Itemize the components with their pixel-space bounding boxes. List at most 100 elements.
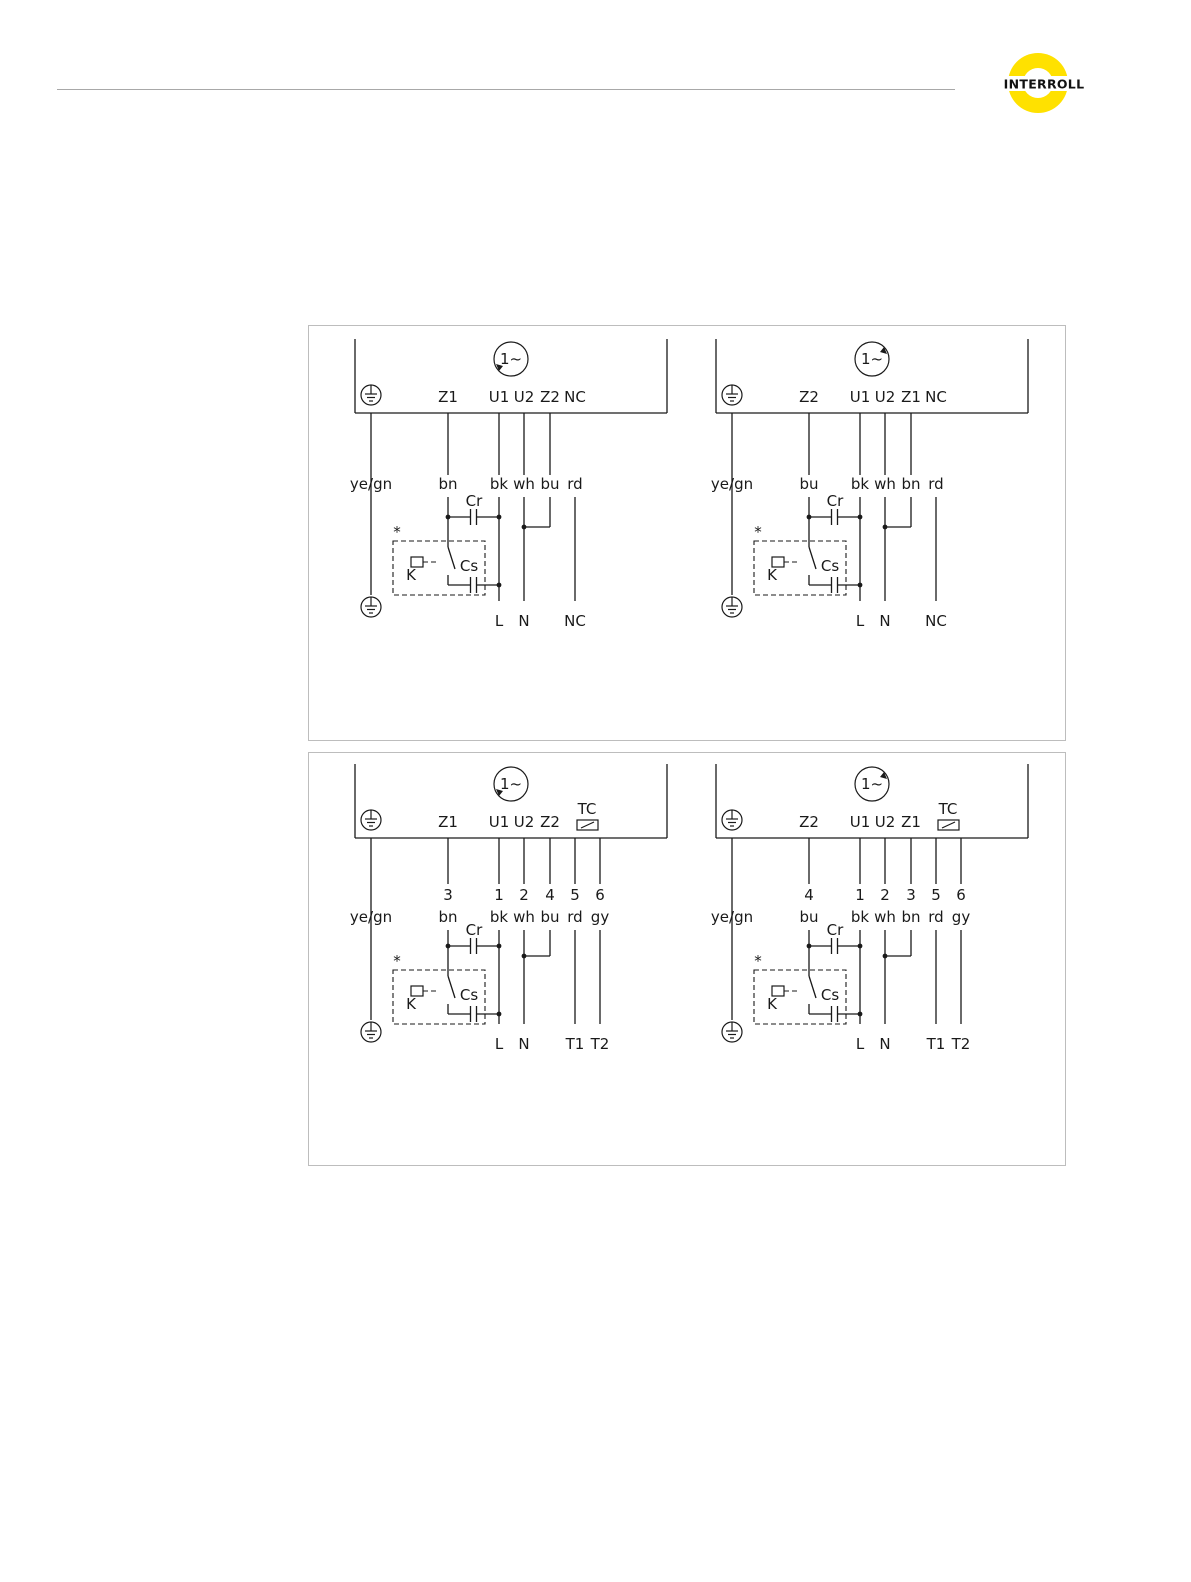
junction-dot	[858, 583, 863, 588]
terminal-label-u1: U1	[850, 813, 871, 831]
terminal-number-2: 2	[519, 886, 529, 904]
terminal-number-6: 6	[595, 886, 605, 904]
wire-color-label: bu	[799, 475, 818, 493]
terminal-number-3: 3	[906, 886, 916, 904]
relay-label: K	[767, 566, 778, 584]
wire-color-label: ye/gn	[350, 908, 392, 926]
capacitor-cs	[809, 577, 860, 593]
terminal-label-u2: U2	[875, 388, 896, 406]
start-relay-note: *	[393, 952, 401, 970]
wire-color-label: rd	[567, 908, 582, 926]
thermal-contact-switch	[581, 822, 594, 828]
thermal-contact-label: TC	[577, 800, 597, 818]
wire-color-label: bk	[490, 475, 509, 493]
output-label-n: N	[518, 1035, 529, 1053]
terminal-number-1: 1	[855, 886, 865, 904]
output-label-t1: T1	[926, 1035, 946, 1053]
junction-dot	[497, 583, 502, 588]
wire-color-label: ye/gn	[711, 908, 753, 926]
pe-terminal-symbol	[361, 810, 381, 830]
start-relay-note: *	[393, 523, 401, 541]
thermal-contact-label: TC	[938, 800, 958, 818]
terminal-label-z2: Z2	[799, 813, 819, 831]
wire-color-label: bn	[901, 475, 920, 493]
start-relay-note: *	[754, 523, 762, 541]
wire-color-label: rd	[567, 475, 582, 493]
motor-symbol: 1~	[500, 350, 522, 368]
capacitor-cr-label: Cr	[827, 492, 844, 510]
terminal-number-2: 2	[880, 886, 890, 904]
wire-color-label: wh	[874, 908, 896, 926]
capacitor-cr-label: Cr	[827, 921, 844, 939]
terminal-label-z1: Z1	[438, 813, 458, 831]
output-label-nc: NC	[564, 612, 586, 630]
terminal-label-u2: U2	[875, 813, 896, 831]
terminal-label-nc: NC	[925, 388, 947, 406]
thermal-contact-switch	[942, 822, 955, 828]
motor-symbol: 1~	[500, 775, 522, 793]
relay-label: K	[767, 995, 778, 1013]
capacitor-cs-label: Cs	[821, 986, 839, 1004]
junction-dot	[858, 1012, 863, 1017]
wire-color-label: wh	[513, 908, 535, 926]
junction-dot	[807, 515, 812, 520]
wire-color-label: bk	[490, 908, 509, 926]
output-label-t1: T1	[565, 1035, 585, 1053]
wire-color-label: rd	[928, 908, 943, 926]
output-label-nc: NC	[925, 612, 947, 630]
junction-dot	[883, 525, 888, 530]
output-label-n: N	[518, 612, 529, 630]
wire-color-label: bk	[851, 908, 870, 926]
output-label-n: N	[879, 1035, 890, 1053]
terminal-label-z1: Z1	[901, 813, 921, 831]
output-label-t2: T2	[951, 1035, 971, 1053]
wire-color-label: wh	[874, 475, 896, 493]
junction-dot	[807, 944, 812, 949]
motor-symbol: 1~	[861, 775, 883, 793]
capacitor-cr	[809, 509, 860, 525]
output-label-n: N	[879, 612, 890, 630]
relay-label: K	[406, 566, 417, 584]
logo-text: INTERROLL	[1004, 77, 1085, 92]
relay-label: K	[406, 995, 417, 1013]
terminal-number-4: 4	[545, 886, 555, 904]
junction-dot	[497, 1012, 502, 1017]
capacitor-cr	[448, 509, 499, 525]
ground-symbol	[361, 1022, 381, 1042]
junction-dot	[522, 525, 527, 530]
wire-color-label: rd	[928, 475, 943, 493]
capacitor-cs	[809, 1006, 860, 1022]
pe-terminal-symbol	[722, 385, 742, 405]
terminal-number-5: 5	[931, 886, 941, 904]
wire-color-label: gy	[591, 908, 610, 926]
terminal-number-3: 3	[443, 886, 453, 904]
wire-color-label: gy	[952, 908, 971, 926]
switch-blade	[448, 547, 455, 569]
output-label-l: L	[856, 612, 865, 630]
terminal-number-4: 4	[804, 886, 814, 904]
junction-dot	[883, 954, 888, 959]
terminal-label-z2: Z2	[799, 388, 819, 406]
capacitor-cs-label: Cs	[821, 557, 839, 575]
wire-color-label: ye/gn	[711, 475, 753, 493]
terminal-number-5: 5	[570, 886, 580, 904]
ground-symbol	[361, 597, 381, 617]
interroll-logo: INTERROLL	[990, 48, 1098, 118]
terminal-label-nc: NC	[564, 388, 586, 406]
header-rule	[57, 89, 955, 90]
diagram-ccw-tc: 1~Z1U1U2Z2TC312456ye/gnbnbkwhburdgyCr*KC…	[345, 764, 685, 1068]
wire-color-label: bu	[540, 475, 559, 493]
wire-color-label: ye/gn	[350, 475, 392, 493]
terminal-label-u2: U2	[514, 388, 535, 406]
capacitor-cs	[448, 1006, 499, 1022]
switch-blade	[809, 547, 816, 569]
wire-color-label: bn	[438, 475, 457, 493]
capacitor-cs-label: Cs	[460, 557, 478, 575]
output-label-l: L	[495, 1035, 504, 1053]
junction-dot	[858, 944, 863, 949]
